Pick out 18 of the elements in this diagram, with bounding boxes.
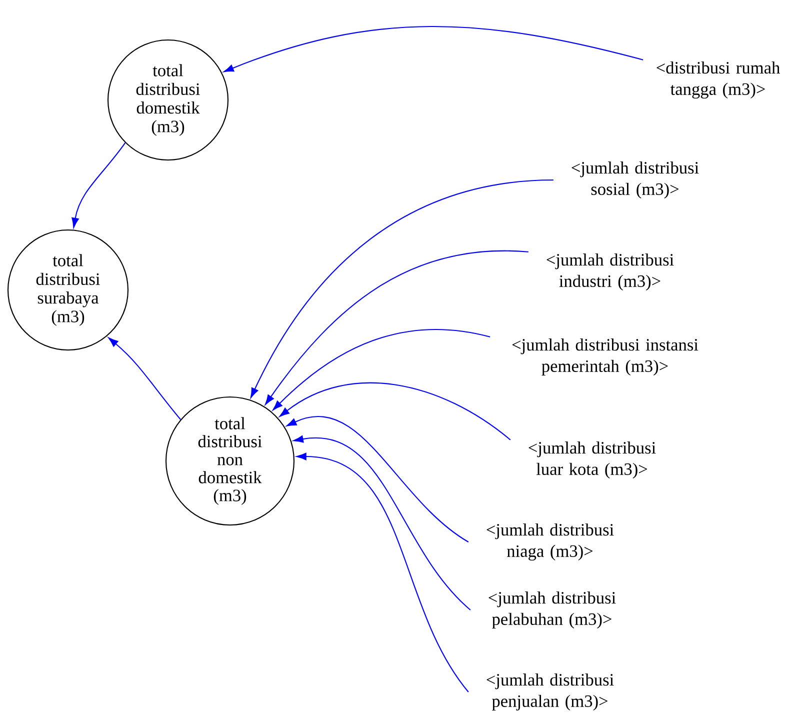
variable-label: <jumlah distribusi niaga (m3)> <box>486 523 614 561</box>
variable-label: <jumlah distribusi instansi pemerintah (m3)> <box>512 338 698 376</box>
arrow <box>272 329 490 410</box>
arrow <box>224 26 644 72</box>
arrow <box>72 142 126 228</box>
arrow <box>108 337 181 420</box>
arrow <box>279 382 511 440</box>
arrow <box>250 179 554 398</box>
arrow <box>296 452 469 692</box>
variable-label: <jumlah distribusi industri (m3)> <box>546 253 674 291</box>
variable-label: <jumlah distribusi penjualan (m3)> <box>486 673 614 711</box>
arrow <box>265 250 528 405</box>
arrow <box>293 435 471 610</box>
variable-label: <jumlah distribusi luar kota (m3)> <box>528 441 656 479</box>
variable-label: <distribusi rumah tangga (m3)> <box>656 61 780 99</box>
variable-label: <jumlah distribusi pelabuhan (m3)> <box>488 591 616 629</box>
variable-label: <jumlah distribusi sosial (m3)> <box>572 161 699 199</box>
arrow <box>286 416 469 542</box>
